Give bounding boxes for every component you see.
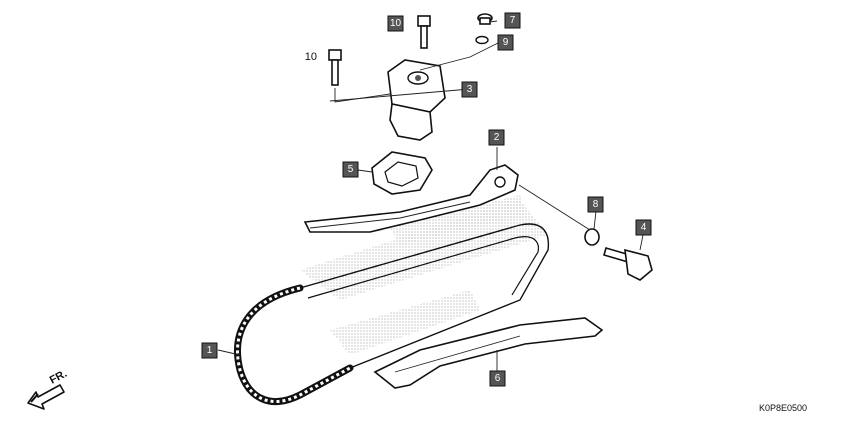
callout-1-label: 1 [207,345,213,356]
callout-3-label: 3 [467,84,473,95]
tensioner-pivot-bolt [603,247,653,281]
callout-10b-label: 10 [305,51,317,63]
callout-10a-label: 10 [390,18,402,29]
sealing-bolt [477,13,493,25]
cam-chain-tensioner-lifter [387,59,446,141]
sealing-washer [584,228,600,246]
diagram-code: K0P8E0500 [759,403,807,413]
callout-10a: 10 [387,15,404,32]
tensioner-bolt-left [328,49,342,86]
callout-2-label: 2 [494,132,500,143]
front-direction-arrow: FR. [27,368,69,410]
tensioner-gasket [371,151,433,195]
leader-lines [217,20,644,372]
callout-4-label: 4 [641,222,647,233]
tensioner-bolt-top [417,15,431,49]
sealing-washer-small [475,35,489,45]
callout-8: 8 [587,196,604,213]
callout-5-label: 5 [348,164,354,175]
callout-1: 1 [201,342,218,359]
callout-9-label: 9 [503,37,509,48]
callout-6: 6 [489,370,506,387]
callout-6-label: 6 [495,373,501,384]
callout-7: 7 [504,12,521,29]
engine-ghost-shading [300,195,548,355]
callout-10b: 10 [305,51,317,63]
cam-chain [234,223,550,405]
chain-tensioner-slider [303,164,519,233]
direction-label: FR. [48,368,69,387]
callout-8-label: 8 [593,199,599,210]
callout-2: 2 [488,129,505,146]
chain-guide [373,317,604,389]
callout-7-label: 7 [510,15,516,26]
callout-4: 4 [635,219,652,236]
callout-3: 3 [461,81,478,98]
callout-9: 9 [497,34,514,51]
callout-5: 5 [342,161,359,178]
